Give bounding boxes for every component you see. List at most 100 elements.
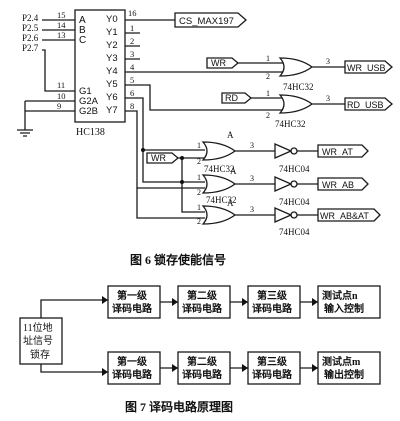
gate-abat-pin1: 1 [197, 203, 201, 212]
out-y3: Y3 [106, 53, 118, 64]
wr-tag-middle [146, 152, 180, 164]
gate-at-pin3: 3 [250, 141, 254, 150]
y5-wire [125, 84, 285, 111]
wr-ab-tag [317, 177, 369, 191]
wr-usb-label: WR_USB [347, 63, 386, 73]
row2-stage3-line1: 第三级 [257, 355, 288, 368]
wr-tag-top [206, 57, 240, 69]
junction-dot-2 [180, 180, 184, 184]
out-y5: Y5 [106, 79, 118, 90]
row1-stage3-box [247, 285, 301, 319]
ground-icon [17, 129, 33, 137]
gate-at-pin2: 2 [197, 157, 201, 166]
pin-g2a: G2A [79, 96, 99, 107]
y1-y3-stubs [125, 32, 140, 60]
pin-g1: G1 [79, 86, 92, 97]
or1-pin2: 2 [266, 72, 270, 81]
pin-number-15: 15 [57, 10, 66, 20]
input-p26: P2.6 [22, 33, 39, 43]
out-y7: Y7 [106, 105, 118, 116]
row1-stage3-line2: 译码电路 [252, 302, 293, 315]
row1-test-n-line2: 输入控制 [324, 302, 364, 315]
or-gate-ab [201, 174, 237, 194]
decoder-name: HC138 [76, 127, 105, 138]
rd-usb-label: RD_USB [347, 100, 384, 110]
figure-6-latch-enable: HC138 A B C G1 G2A G2B Y0 Y1 Y2 Y3 Y4 Y5… [17, 8, 393, 267]
latch-to-row1-wire [40, 299, 108, 318]
latch-to-row2-wire [40, 364, 108, 373]
or2-pin2: 2 [266, 111, 270, 120]
wr-usb-tag [344, 60, 393, 74]
row2-stage1-line1: 第一级 [117, 355, 148, 368]
latch-line-2: 址信号 [23, 334, 53, 347]
out-y1: Y1 [106, 27, 118, 38]
out-y6: Y6 [106, 92, 118, 103]
arrow-to-row1-stage1-icon [102, 296, 108, 304]
pin-number-13: 13 [57, 30, 66, 40]
or1-pin1: 1 [266, 54, 270, 63]
pin-number-1: 1 [130, 23, 134, 33]
row1-stage2-line2: 译码电路 [182, 302, 223, 315]
g2-ground-wires [24, 100, 75, 130]
wr-mid-branch [181, 158, 205, 213]
row2-test-m-line1: 测试点m [322, 355, 361, 368]
rd-tag [221, 92, 253, 104]
y7-wire [125, 110, 180, 189]
row2-arrow-2-icon [242, 364, 248, 372]
pin-b: B [79, 25, 86, 36]
wr-at-label: WR_AT [322, 147, 353, 157]
gate-ab-a: A [230, 166, 237, 176]
cs-max197-tag [174, 12, 247, 28]
p27-to-g1-wire [42, 49, 75, 92]
wr-abat-label: WR_AB&AT [320, 211, 369, 221]
or2-pin3: 3 [326, 94, 330, 103]
inverter-ab [274, 176, 293, 192]
row2-arrow-1-icon [172, 364, 178, 372]
pin-g2b: G2B [79, 106, 98, 117]
or2-pin1: 1 [266, 89, 270, 98]
or-gate-abat [201, 205, 237, 225]
junction-dot-1 [180, 156, 184, 160]
pin-number-8: 8 [130, 101, 134, 111]
pin-number-14: 14 [57, 20, 66, 30]
y7-branch-wire [136, 188, 205, 219]
wr-at-tag [317, 144, 369, 158]
or-gate-1 [278, 57, 314, 77]
pin-number-16: 16 [128, 8, 137, 18]
input-p24: P2.4 [22, 13, 39, 23]
cs-max197-label: CS_MAX197 [179, 16, 234, 27]
inverter-ab-chip-label: 74HC04 [279, 197, 310, 207]
row2-stage2-line1: 第二级 [187, 355, 218, 368]
inverter-at-bubble [290, 147, 298, 155]
wr-ab-label: WR_AB [322, 180, 354, 190]
inverter-abat-chip-label: 74HC04 [279, 227, 310, 237]
pin-number-10: 10 [57, 91, 66, 101]
inverter-ab-bubble [290, 180, 298, 188]
or-gate-2 [278, 94, 314, 114]
row1-stage2-line1: 第二级 [187, 289, 218, 302]
pin-number-4: 4 [130, 62, 135, 72]
pin-number-11: 11 [57, 80, 65, 90]
row2-stage2-line2: 译码电路 [182, 368, 223, 381]
figure-7-decoder-principle: 11位地 址信号 锁存 第一级 译码电路 第二级 译码电路 第三级 译码电路 测… [19, 285, 381, 414]
row2-test-m-line2: 输出控制 [324, 368, 364, 381]
pin-number-2: 2 [130, 36, 134, 46]
inverter-abat [274, 207, 293, 223]
row1-stage2-box [177, 285, 231, 319]
gate-ab-chip-label: 74HC32 [206, 195, 237, 205]
gate-at-a: A [227, 130, 234, 140]
gate-ab-pin3: 3 [250, 174, 254, 183]
gate-abat-pin3: 3 [250, 205, 254, 214]
pin-number-5: 5 [130, 75, 134, 85]
y6-branch-wire [142, 150, 205, 183]
row1-stage3-line1: 第三级 [257, 289, 288, 302]
pin-a: A [79, 15, 86, 26]
rd-label: RD [225, 93, 238, 103]
junction-dot-3 [141, 148, 145, 152]
gate-at-pin1: 1 [197, 141, 201, 150]
inverter-abat-bubble [290, 211, 298, 219]
wr-label-top: WR [211, 58, 226, 68]
row1-arrow-1-icon [172, 298, 178, 306]
pin-number-6: 6 [130, 88, 134, 98]
